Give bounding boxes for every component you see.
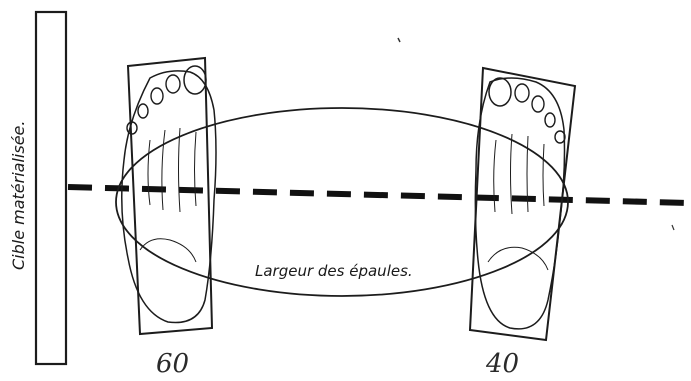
left-foot-sole: [122, 71, 216, 323]
shoulder-width-label: Largeur des épaules.: [255, 262, 413, 280]
left-foot: [122, 58, 216, 334]
left-foot-value: 60: [156, 349, 189, 379]
target-line: [68, 187, 691, 203]
target-label: Cible matérialisée.: [9, 121, 28, 270]
right-foot: [470, 68, 575, 340]
target-post: [36, 12, 66, 364]
right-foot-value: 40: [485, 349, 519, 379]
